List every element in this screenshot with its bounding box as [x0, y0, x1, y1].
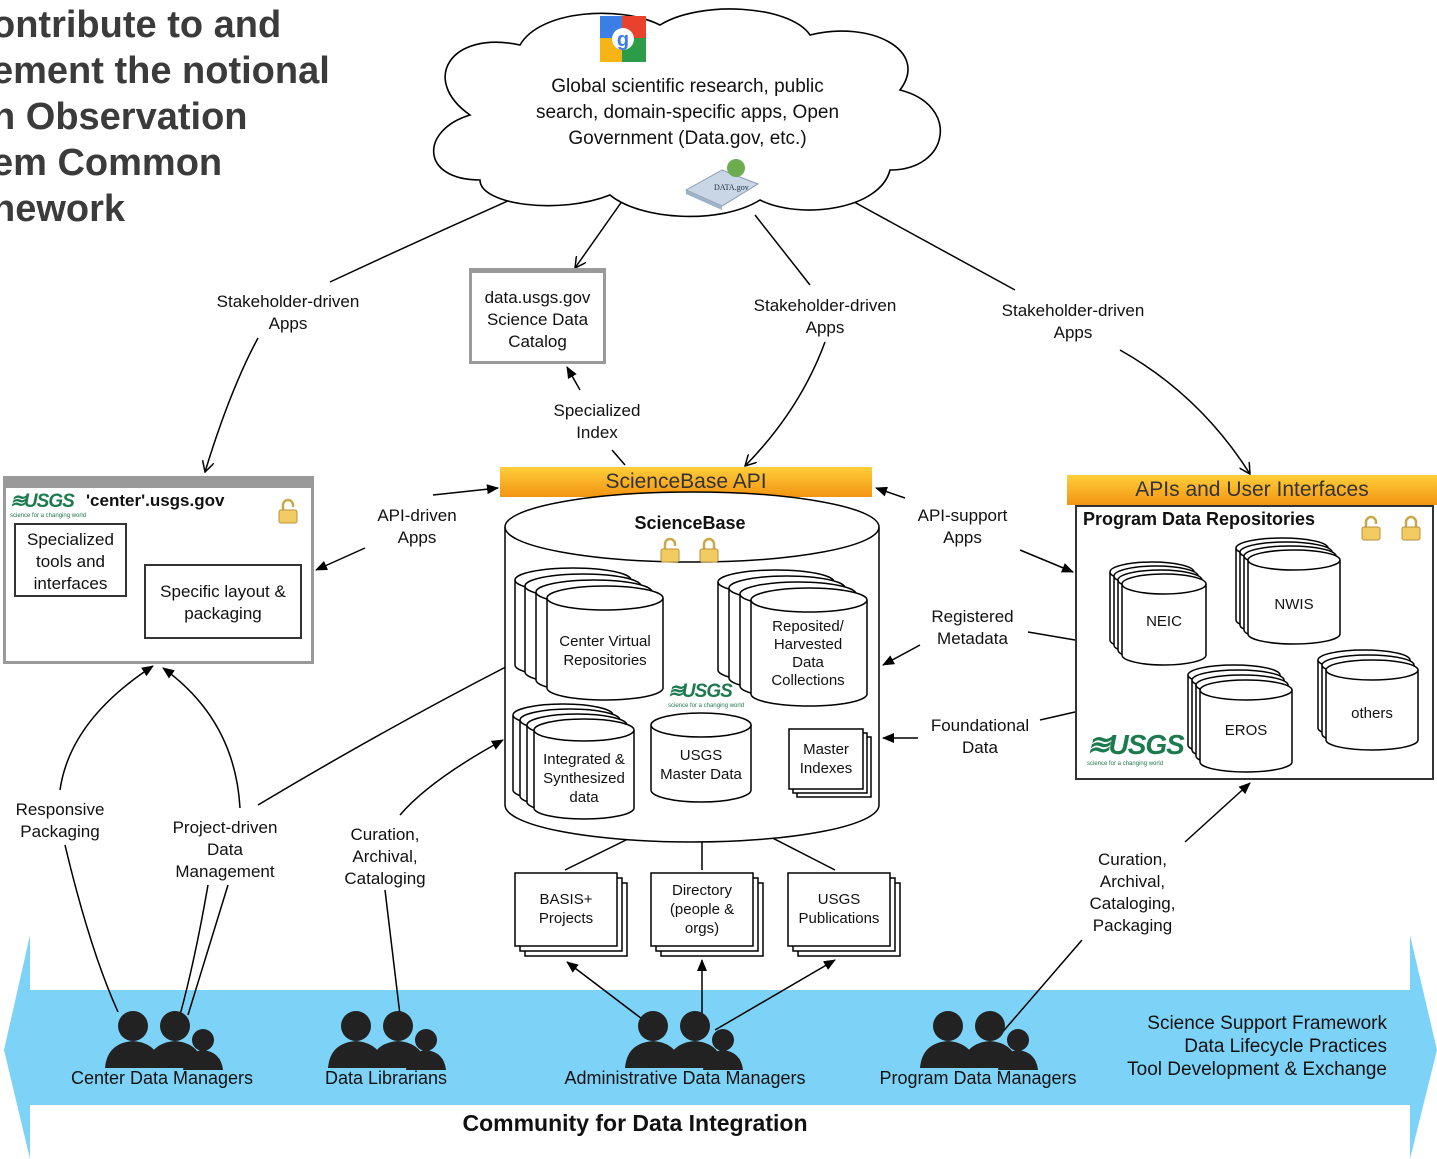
repo-eros[interactable]: EROS — [1224, 722, 1268, 739]
svg-text:g: g — [617, 29, 629, 51]
label-curation-left: Curation,Archival,Cataloging — [344, 825, 426, 888]
page-title: ontribute to and ement the notional n Ob… — [0, 4, 330, 230]
datagov-icon: DATA.gov — [678, 156, 763, 210]
source-basis-projects[interactable]: BASIS+Projects — [538, 891, 594, 927]
lock-icon — [278, 498, 298, 524]
program-repositories-title: Program Data Repositories — [1083, 509, 1316, 529]
label-curation-right: Curation,Archival,Cataloging,Packaging — [1089, 850, 1176, 935]
repo-neic[interactable]: NEIC — [1146, 613, 1182, 630]
center-window[interactable]: ≋USGS science for a changing world 'cent… — [3, 476, 314, 664]
repo-others[interactable]: others — [1351, 705, 1393, 722]
repo-nwis[interactable]: NWIS — [1274, 596, 1314, 613]
lock-icon — [699, 537, 719, 563]
center-window-title: 'center'.usgs.gov — [86, 491, 225, 510]
usgs-logo: ≋USGS science for a changing world — [1087, 729, 1185, 767]
usgs-logo: ≋USGS science for a changing world — [668, 681, 745, 709]
group-data-librarians[interactable]: Data Librarians — [324, 1068, 448, 1088]
group-center-data-managers[interactable]: Center Data Managers — [70, 1068, 254, 1088]
lock-icon — [1401, 515, 1421, 541]
google-icon: g — [600, 16, 646, 62]
usgs-logo: ≋USGS science for a changing world — [10, 491, 87, 519]
lock-icon — [660, 537, 680, 563]
apis-user-interfaces-bar[interactable]: APIs and User Interfaces — [1067, 475, 1437, 505]
group-program-data-managers[interactable]: Program Data Managers — [879, 1068, 1077, 1088]
lock-icon — [1361, 515, 1381, 541]
cloud-text: Global scientific research, public searc… — [535, 76, 840, 149]
framework-list: Science Support Framework Data Lifecycle… — [1127, 1013, 1387, 1080]
source-directory[interactable]: Directory(people &orgs) — [669, 882, 735, 937]
sciencebase-title: ScienceBase — [634, 513, 746, 533]
community-title: Community for Data Integration — [462, 1110, 808, 1136]
science-data-catalog[interactable]: data.usgs.gov Science Data Catalog — [469, 268, 606, 364]
group-admin-data-managers[interactable]: Administrative Data Managers — [564, 1068, 806, 1088]
specific-layout-box[interactable]: Specific layout &packaging — [144, 564, 302, 639]
